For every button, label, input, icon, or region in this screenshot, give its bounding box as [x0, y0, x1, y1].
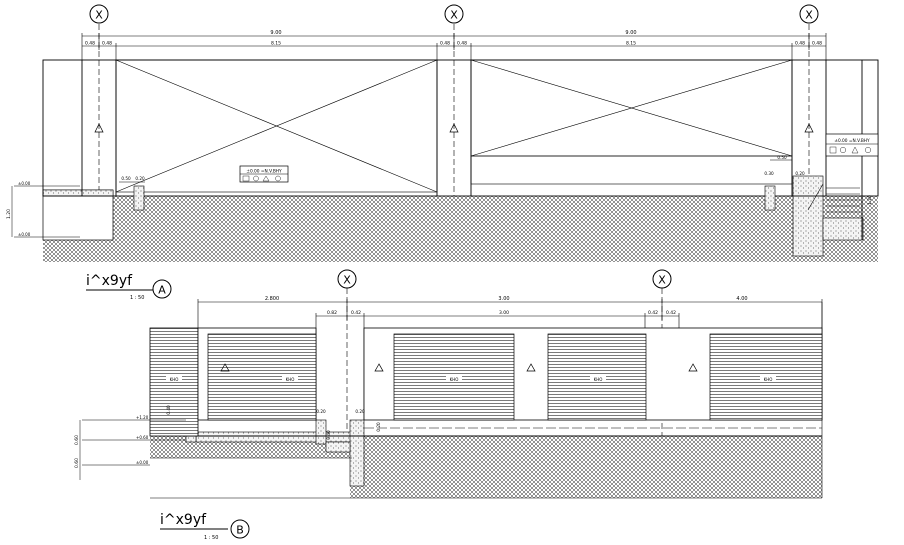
footing-left — [42, 189, 114, 241]
svg-text:0.48: 0.48 — [812, 41, 822, 47]
sign-plate-right: ±0.00 =N.V.BHY — [825, 133, 879, 157]
svg-text:0.42: 0.42 — [666, 310, 676, 316]
marker-b: B — [236, 524, 244, 537]
footing-right — [792, 175, 824, 257]
svg-text:2.800: 2.800 — [265, 296, 279, 302]
svg-text:±0.00: ±0.00 — [18, 181, 31, 186]
svg-text:X: X — [343, 274, 351, 287]
svg-text:0.20: 0.20 — [795, 171, 805, 176]
grid-marker-3: X — [799, 4, 819, 24]
scale-a: 1 : 50 — [130, 295, 144, 301]
svg-text:KHO: KHO — [764, 377, 773, 382]
svg-text:0.40: 0.40 — [326, 430, 331, 440]
shutter-doors — [207, 333, 823, 421]
svg-text:3.00: 3.00 — [499, 310, 509, 316]
svg-text:1.20: 1.20 — [6, 209, 12, 219]
title-a: i^x9yf — [86, 273, 133, 289]
svg-text:0.42: 0.42 — [648, 310, 658, 316]
svg-text:8.15: 8.15 — [271, 41, 281, 47]
sign-plate-center: ±0.00 =N.V.BHY — [239, 165, 289, 183]
svg-text:0.42: 0.42 — [351, 310, 361, 316]
svg-text:X: X — [805, 9, 813, 22]
level-marks-a: ±0.00 ±0.00 1.20 1.20 — [6, 181, 873, 238]
svg-text:±0.00 =N.V.BHY: ±0.00 =N.V.BHY — [834, 138, 870, 144]
svg-text:0.48: 0.48 — [795, 41, 805, 47]
grid-marker-2: X — [444, 4, 464, 24]
column-stubs-a — [133, 185, 776, 211]
svg-text:0.40: 0.40 — [166, 405, 171, 415]
svg-text:0.20: 0.20 — [135, 176, 145, 181]
dim-top-2: 9.00 — [625, 30, 636, 36]
svg-text:KHO: KHO — [286, 377, 295, 382]
scale-b: 1 : 50 — [204, 535, 218, 541]
svg-text:X: X — [658, 274, 666, 287]
title-b: i^x9yf — [160, 512, 207, 528]
grid-marker-5: X — [652, 269, 672, 289]
svg-text:0.82: 0.82 — [327, 310, 337, 316]
svg-text:1.20: 1.20 — [867, 195, 873, 205]
shutter-labels: KHO KHO KHO KHO KHO — [166, 376, 776, 382]
dimension-lines-a — [81, 33, 827, 60]
svg-text:0.60: 0.60 — [74, 458, 80, 468]
svg-text:±0.00: ±0.00 — [18, 232, 31, 237]
marker-a: A — [158, 284, 166, 297]
svg-text:0.48: 0.48 — [102, 41, 112, 47]
svg-text:X: X — [95, 9, 103, 22]
title-block-b: i^x9yf 1 : 50 B — [160, 512, 250, 541]
svg-text:0.30: 0.30 — [764, 171, 774, 176]
opening-cross-left — [115, 59, 438, 193]
svg-text:0.48: 0.48 — [85, 41, 95, 47]
svg-text:0.20: 0.20 — [376, 422, 381, 432]
svg-text:0.48: 0.48 — [457, 41, 467, 47]
svg-text:0.48: 0.48 — [440, 41, 450, 47]
small-dims-a: 0.50 0.20 0.50 0.30 0.20 — [119, 155, 805, 183]
stairs-right-a — [807, 183, 860, 213]
svg-text:KHO: KHO — [594, 377, 603, 382]
grid-marker-1: X — [89, 4, 109, 24]
dim-top-1: 9.00 — [270, 30, 281, 36]
svg-text:0.50: 0.50 — [121, 176, 131, 181]
svg-text:0.60: 0.60 — [74, 435, 80, 445]
elevation-b: X X 2.800 3.00 4.00 0.82 0.42 3.00 0.42 — [74, 269, 823, 541]
elevation-a: X X X 9.00 9.00 0.48 0.48 — [6, 4, 879, 301]
svg-text:0.20: 0.20 — [316, 409, 326, 414]
dimension-texts-a: 9.00 9.00 0.48 0.48 8.15 0.48 0.48 8.15 … — [85, 30, 822, 47]
svg-text:KHO: KHO — [450, 377, 459, 382]
grid-marker-4: X — [337, 269, 357, 289]
svg-text:+1.20: +1.20 — [136, 415, 149, 420]
svg-text:KHO: KHO — [170, 377, 179, 382]
svg-text:3.00: 3.00 — [498, 296, 509, 302]
dimension-texts-b: 2.800 3.00 4.00 0.82 0.42 3.00 0.42 0.42 — [265, 296, 748, 316]
level-marks-b: +1.20 +0.60 ±0.00 0.60 0.60 — [74, 415, 186, 480]
small-dims-b: 0.20 0.20 0.40 0.40 0.20 — [166, 405, 381, 440]
triangle-markers-b — [220, 363, 698, 372]
svg-text:0.20: 0.20 — [355, 409, 365, 414]
svg-text:4.00: 4.00 — [736, 296, 747, 302]
svg-text:+0.60: +0.60 — [136, 435, 149, 440]
triangle-markers-a — [94, 123, 814, 133]
svg-text:8.15: 8.15 — [626, 41, 636, 47]
opening-cross-right — [470, 59, 793, 185]
svg-text:X: X — [450, 9, 458, 22]
ground-hatch-a — [43, 196, 878, 262]
svg-text:0.50: 0.50 — [777, 155, 787, 160]
title-block-a: i^x9yf 1 : 50 A — [86, 273, 172, 301]
svg-text:±0.00: ±0.00 — [136, 460, 149, 465]
svg-text:±0.00 =N.V.BHY: ±0.00 =N.V.BHY — [246, 169, 282, 175]
